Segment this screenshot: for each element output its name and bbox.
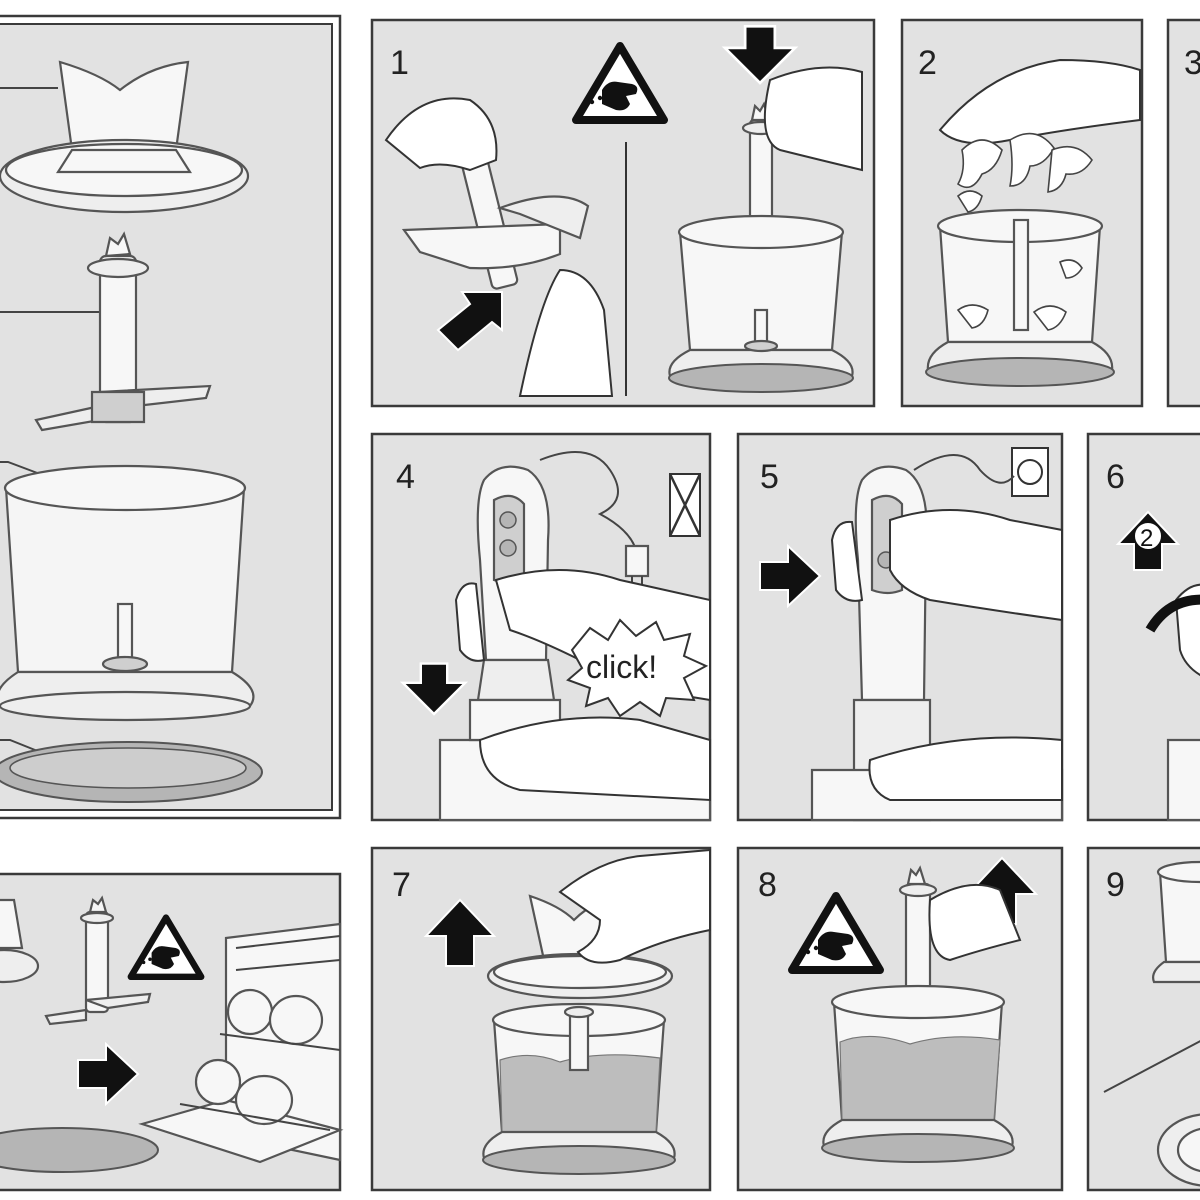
lid-part — [0, 60, 250, 214]
step-7-panel: 7 — [370, 846, 712, 1192]
step-number: 4 — [396, 458, 415, 496]
base-part — [0, 741, 263, 803]
step-number: 8 — [758, 866, 777, 904]
arrow-icon — [436, 291, 503, 352]
step-3-panel: 3 — [1166, 18, 1200, 408]
click-label: click! — [586, 649, 657, 685]
wall-socket-icon — [1011, 447, 1049, 497]
arrow-up-icon — [423, 898, 497, 967]
step-number: 5 — [760, 458, 779, 496]
step-6-panel: 6 2 — [1086, 432, 1200, 822]
step-1-panel: 1 — [370, 18, 876, 408]
cleaning-panel — [0, 872, 344, 1192]
dishwasher-illustration — [138, 922, 344, 1164]
parts-panel — [0, 14, 342, 820]
step-number: 9 — [1106, 866, 1125, 904]
arrow-right-icon — [77, 1041, 140, 1107]
step-number: 2 — [918, 44, 937, 82]
step-number: 3 — [1184, 44, 1200, 82]
step-number: 7 — [392, 866, 411, 904]
blade-part — [34, 231, 212, 432]
step-9-panel: 9 — [1086, 846, 1200, 1192]
step-8-panel: 8 — [736, 846, 1064, 1192]
step-badge — [1133, 521, 1163, 551]
step-2-panel: 2 — [900, 18, 1144, 408]
arrow-right-icon — [759, 543, 822, 609]
step-number: 1 — [390, 44, 409, 82]
step-number: 6 — [1106, 458, 1125, 496]
bowl-part — [0, 464, 255, 722]
step-badge-label: 2 — [1140, 525, 1153, 552]
crossed-out-icon — [668, 473, 702, 537]
click-burst — [566, 618, 709, 718]
step-5-panel: 5 — [736, 432, 1064, 822]
step-4-panel: 4 click! — [370, 432, 712, 822]
